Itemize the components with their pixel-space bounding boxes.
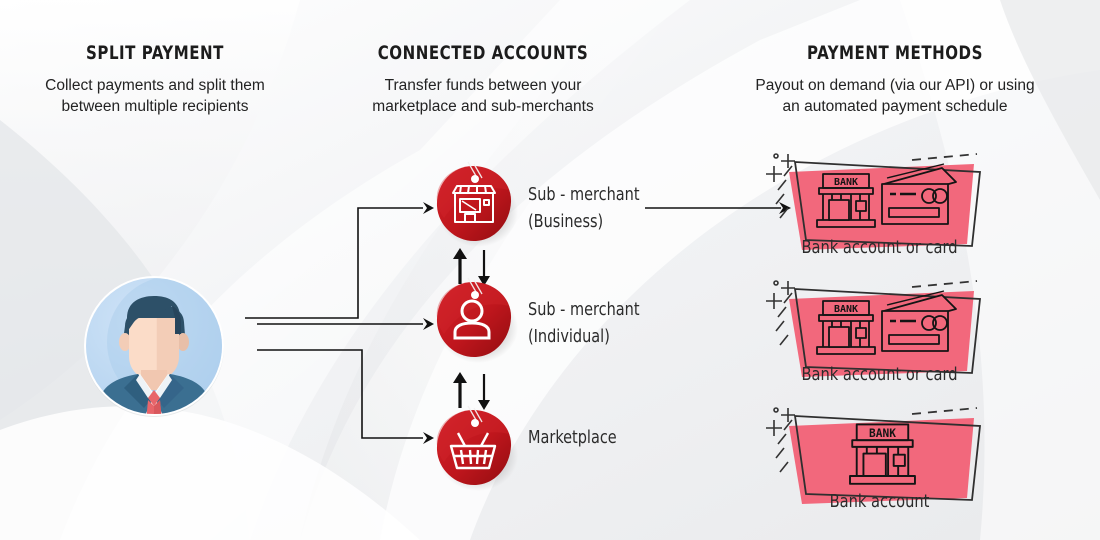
account-label-line: Sub - merchant [528, 300, 640, 320]
account-label-line: (Business) [528, 212, 604, 232]
credit-cards-icon [881, 290, 957, 352]
payer-to-accounts-connectors [245, 202, 434, 444]
account-label-business: Sub - merchant (Business) [528, 182, 640, 236]
column-subtitle: Collect payments and split them between … [10, 75, 300, 117]
column-subtitle-line: between multiple recipients [61, 98, 249, 115]
account-pin-shop[interactable] [424, 156, 524, 256]
column-subtitle-line: marketplace and sub-merchants [372, 98, 594, 115]
businessman-avatar-icon [84, 276, 224, 417]
column-subtitle: Transfer funds between your marketplace … [338, 75, 628, 117]
account-label-line: Sub - merchant [528, 185, 640, 205]
bank-label: BANK [834, 177, 858, 188]
account-label-line: (Individual) [528, 327, 610, 347]
decorative-plus-marks [766, 407, 795, 436]
sync-arrows-2 [453, 372, 490, 410]
bank-building-icon: BANK [849, 423, 916, 485]
column-subtitle-line: Payout on demand (via our API) or using [755, 77, 1035, 94]
account-pin-person[interactable] [424, 272, 524, 372]
bank-building-icon: BANK [816, 300, 876, 355]
decorative-plus-marks [766, 280, 795, 309]
credit-cards-icon [881, 163, 957, 225]
column-subtitle-line: an automated payment schedule [782, 98, 1008, 115]
column-subtitle: Payout on demand (via our API) or using … [725, 75, 1065, 117]
account-to-payment-arrow [645, 202, 791, 214]
sync-arrows-1 [453, 248, 490, 286]
column-title: PAYMENT METHODS [807, 42, 983, 64]
account-label-line: Marketplace [528, 428, 617, 448]
payment-method-card-2[interactable]: BANK [762, 267, 997, 387]
column-subtitle-line: Transfer funds between your [384, 77, 582, 94]
payment-method-caption-2: Bank account or card [801, 365, 958, 385]
column-subtitle-line: Collect payments and split them [45, 77, 265, 94]
account-pin-marketplace[interactable] [424, 400, 524, 500]
decorative-plus-marks [766, 153, 795, 182]
bank-label: BANK [834, 304, 858, 315]
payment-method-card-1[interactable]: BANK [762, 140, 997, 260]
bank-label: BANK [869, 427, 896, 440]
payment-method-caption-1: Bank account or card [801, 238, 958, 258]
account-label-individual: Sub - merchant (Individual) [528, 297, 640, 351]
bank-building-icon: BANK [816, 173, 876, 228]
account-label-marketplace: Marketplace [528, 425, 617, 452]
column-title: SPLIT PAYMENT [86, 42, 224, 64]
column-header-payment-methods: PAYMENT METHODS Payout on demand (via ou… [725, 42, 1065, 117]
column-title: CONNECTED ACCOUNTS [377, 42, 589, 64]
payment-method-card-3[interactable]: BANK [762, 394, 997, 514]
column-header-connected-accounts: CONNECTED ACCOUNTS Transfer funds betwee… [338, 42, 628, 117]
column-header-split-payment: SPLIT PAYMENT Collect payments and split… [10, 42, 300, 117]
payment-method-caption-3: Bank account [829, 492, 930, 512]
